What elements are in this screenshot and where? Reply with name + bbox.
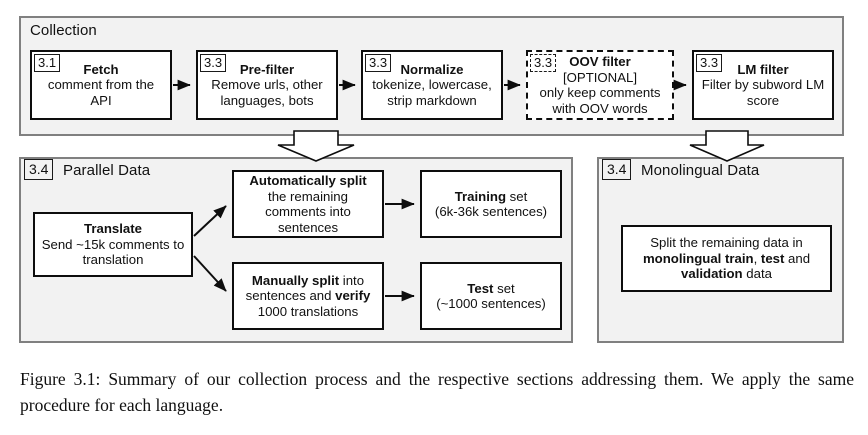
node-training-set[interactable]: Training set (6k-36k sentences)	[420, 170, 562, 238]
node-fetch-body: comment from the API	[47, 77, 155, 108]
node-translate-title: Translate	[84, 221, 142, 237]
node-monolingual-bold-a: monolingual train	[642, 250, 754, 266]
collection-panel-title: Collection	[30, 22, 97, 39]
section-tag-fetch: 3.1	[34, 54, 61, 72]
section-tag-lm-filter: 3.3	[696, 54, 723, 72]
node-manually-split-pre-2: sentences and	[245, 288, 336, 304]
node-test-set-text: Test set (~1000 sentences)	[422, 281, 560, 312]
node-training-set-title-rest: set	[506, 188, 528, 204]
node-oov-filter-subtitle: [OPTIONAL]	[562, 69, 637, 85]
section-tag-oov-filter: 3.3	[530, 54, 557, 72]
node-training-set-title: Training	[454, 188, 507, 204]
node-automatically-split[interactable]: Automatically split the remaining commen…	[232, 170, 384, 238]
node-normalize-text: Normalize tokenize, lowercase, strip mar…	[363, 62, 501, 109]
node-manually-split[interactable]: Manually split into sentences and verify…	[232, 262, 384, 330]
node-oov-filter[interactable]: 3.3 OOV filter [OPTIONAL] only keep comm…	[526, 50, 674, 120]
node-oov-filter-text: OOV filter [OPTIONAL] only keep comments…	[528, 54, 672, 116]
node-monolingual-split[interactable]: Split the remaining data in monolingual …	[621, 225, 832, 292]
monolingual-data-panel-title: Monolingual Data	[641, 162, 760, 179]
node-monolingual-bold-c: validation	[681, 266, 743, 282]
node-test-set-body: (~1000 sentences)	[436, 296, 546, 311]
node-fetch-text: Fetch comment from the API	[32, 62, 170, 109]
node-automatically-split-body: the remaining comments into sentences	[265, 188, 351, 235]
node-translate[interactable]: Translate Send ~15k comments to translat…	[33, 212, 193, 277]
node-automatically-split-title: Automatically split	[249, 173, 367, 188]
node-monolingual-split-text: Split the remaining data in monolingual …	[623, 235, 830, 282]
node-monolingual-line-1: Split the remaining data in	[650, 235, 803, 251]
node-monolingual-bold-b: test	[760, 250, 785, 266]
node-monolingual-line-2-mid: ,	[753, 250, 761, 266]
figure-caption: Figure 3.1: Summary of our collection pr…	[20, 369, 854, 415]
node-fetch-title: Fetch	[83, 61, 119, 77]
node-test-set[interactable]: Test set (~1000 sentences)	[420, 262, 562, 330]
node-manually-split-bold-1: Manually split	[251, 272, 340, 288]
node-manually-split-rest-1: into	[339, 272, 365, 288]
section-tag-monolingual-data: 3.4	[602, 159, 632, 180]
node-oov-filter-body: only keep comments with OOV words	[539, 85, 661, 116]
section-tag-pre-filter: 3.3	[200, 54, 227, 72]
section-tag-normalize: 3.3	[365, 54, 392, 72]
node-test-set-title-rest: set	[493, 280, 515, 296]
node-lm-filter-body: Filter by subword LM score	[701, 77, 825, 108]
node-normalize[interactable]: 3.3 Normalize tokenize, lowercase, strip…	[361, 50, 503, 120]
node-monolingual-line-3-rest: data	[742, 266, 772, 282]
node-translate-text: Translate Send ~15k comments to translat…	[35, 221, 191, 268]
node-manually-split-line-3: 1000 translations	[257, 303, 359, 319]
node-oov-filter-title: OOV filter	[569, 54, 631, 69]
node-test-set-title: Test	[467, 280, 494, 296]
node-normalize-body: tokenize, lowercase, strip markdown	[372, 77, 492, 108]
node-training-set-body: (6k-36k sentences)	[434, 204, 548, 219]
node-lm-filter[interactable]: 3.3 LM filter Filter by subword LM score	[692, 50, 834, 120]
node-fetch[interactable]: 3.1 Fetch comment from the API	[30, 50, 172, 120]
node-manually-split-bold-2: verify	[335, 288, 371, 304]
section-tag-parallel-data: 3.4	[24, 159, 54, 180]
node-automatically-split-text: Automatically split the remaining commen…	[234, 173, 382, 235]
node-normalize-title: Normalize	[400, 61, 464, 77]
node-lm-filter-text: LM filter Filter by subword LM score	[694, 62, 832, 109]
node-translate-body: Send ~15k comments to translation	[41, 236, 185, 268]
node-monolingual-line-2-rest: and	[784, 250, 811, 266]
node-lm-filter-title: LM filter	[737, 61, 789, 77]
node-manually-split-text: Manually split into sentences and verify…	[234, 273, 382, 320]
node-training-set-text: Training set (6k-36k sentences)	[422, 189, 560, 220]
node-pre-filter-title: Pre-filter	[239, 61, 295, 77]
parallel-data-panel-title: Parallel Data	[63, 162, 151, 179]
node-pre-filter-text: Pre-filter Remove urls, other languages,…	[198, 62, 336, 109]
node-pre-filter-body: Remove urls, other languages, bots	[211, 77, 323, 108]
node-pre-filter[interactable]: 3.3 Pre-filter Remove urls, other langua…	[196, 50, 338, 120]
